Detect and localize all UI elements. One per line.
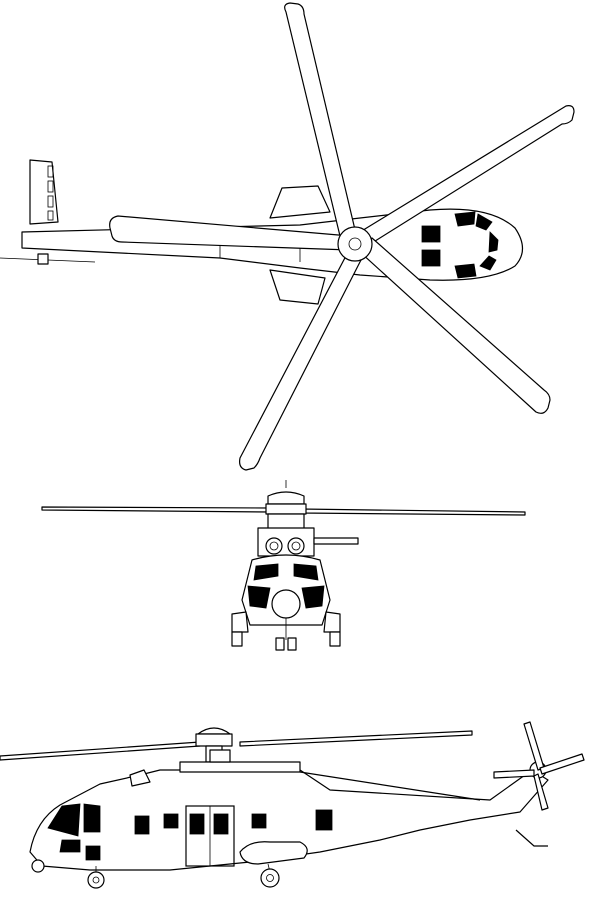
tail-fin: [29, 159, 59, 225]
landing-gear-side: [87, 829, 548, 889]
fuselage-side: [29, 749, 549, 873]
main-rotor-front: [41, 480, 526, 516]
landing-gear-front: [231, 611, 341, 651]
front-view: [41, 480, 526, 651]
tail-rotor-side: [493, 721, 585, 811]
main-rotor-top: [109, 2, 575, 471]
cockpit-glazing-top: [421, 211, 499, 279]
main-rotor-side: [0, 727, 473, 763]
top-view: [0, 2, 575, 471]
side-view: [0, 721, 585, 889]
tail-rotor: [0, 253, 96, 265]
fuselage-front: [241, 513, 359, 640]
